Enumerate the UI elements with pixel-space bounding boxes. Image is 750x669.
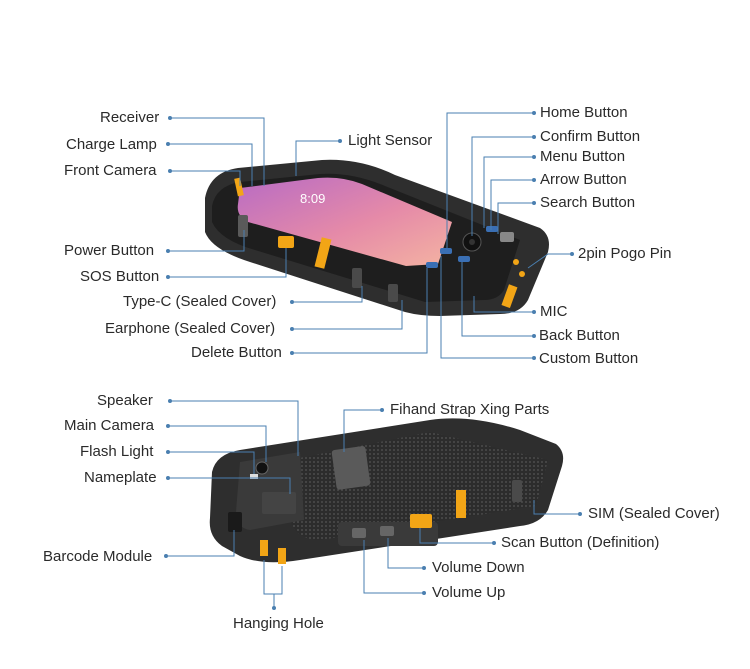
- label-strap-parts: Fihand Strap Xing Parts: [390, 401, 550, 418]
- label-nameplate: Nameplate: [84, 469, 157, 486]
- label-receiver: Receiver: [100, 109, 160, 126]
- main-camera-shape: [255, 461, 269, 475]
- back-accent-right: [456, 490, 466, 518]
- power-button-shape: [238, 215, 248, 237]
- label-front-camera: Front Camera: [64, 162, 157, 179]
- sos-button-shape: [278, 236, 294, 248]
- label-home-button: Home Button: [540, 104, 628, 121]
- nameplate-shape: [262, 492, 296, 514]
- label-volume-down: Volume Down: [432, 559, 525, 576]
- search-button-shape: [500, 232, 514, 242]
- pogo-pin-1: [513, 259, 519, 265]
- typec-cover-shape: [352, 268, 362, 288]
- label-back-button: Back Button: [539, 327, 620, 344]
- label-type-c: Type-C (Sealed Cover): [123, 293, 277, 310]
- label-speaker: Speaker: [97, 392, 153, 409]
- label-confirm-button: Confirm Button: [540, 128, 641, 145]
- label-sim: SIM (Sealed Cover): [588, 505, 720, 522]
- label-delete-button: Delete Button: [191, 344, 282, 361]
- label-flash-light: Flash Light: [80, 443, 154, 460]
- label-custom-button: Custom Button: [539, 350, 639, 367]
- front-device: 8:09: [205, 159, 549, 316]
- label-mic: MIC: [540, 303, 568, 320]
- key-blue-4: [486, 226, 498, 232]
- label-barcode-module: Barcode Module: [43, 548, 153, 565]
- label-sos-button: SOS Button: [80, 268, 160, 285]
- front-accent-tl: [234, 177, 244, 197]
- label-light-sensor: Light Sensor: [348, 132, 433, 149]
- key-blue-1: [440, 248, 452, 254]
- label-pogo-pin: 2pin Pogo Pin: [578, 245, 672, 262]
- volume-down-shape: [352, 528, 366, 538]
- label-hanging-hole: Hanging Hole: [233, 615, 324, 632]
- label-power-button: Power Button: [64, 242, 155, 259]
- leader-lines: [164, 111, 582, 610]
- hanging-hole-2: [278, 548, 286, 564]
- label-volume-up: Volume Up: [432, 584, 506, 601]
- screen-clock: 8:09: [300, 191, 325, 206]
- barcode-window-shape: [228, 512, 242, 532]
- label-scan-button: Scan Button (Definition): [501, 534, 660, 551]
- scan-button-shape: [410, 514, 432, 528]
- flash-light-shape: [250, 474, 258, 479]
- key-blue-3: [426, 262, 438, 268]
- label-earphone: Earphone (Sealed Cover): [105, 320, 276, 337]
- strap-bracket-shape: [331, 446, 371, 490]
- label-menu-button: Menu Button: [540, 148, 626, 165]
- label-charge-lamp: Charge Lamp: [66, 136, 157, 153]
- front-accent-left: [314, 237, 332, 269]
- camera-panel: [236, 452, 304, 530]
- key-blue-2: [458, 256, 470, 262]
- confirm-button-shape: [469, 239, 475, 245]
- front-accent-right: [501, 284, 518, 309]
- label-search-button: Search Button: [540, 194, 636, 211]
- pogo-pin-2: [519, 271, 525, 277]
- label-main-camera: Main Camera: [64, 417, 155, 434]
- volume-up-shape: [380, 526, 394, 536]
- front-screen: [237, 177, 452, 266]
- hanging-hole-1: [260, 540, 268, 556]
- label-arrow-button: Arrow Button: [540, 171, 627, 188]
- sim-cover-shape: [512, 480, 522, 502]
- earphone-cover-shape: [388, 284, 398, 302]
